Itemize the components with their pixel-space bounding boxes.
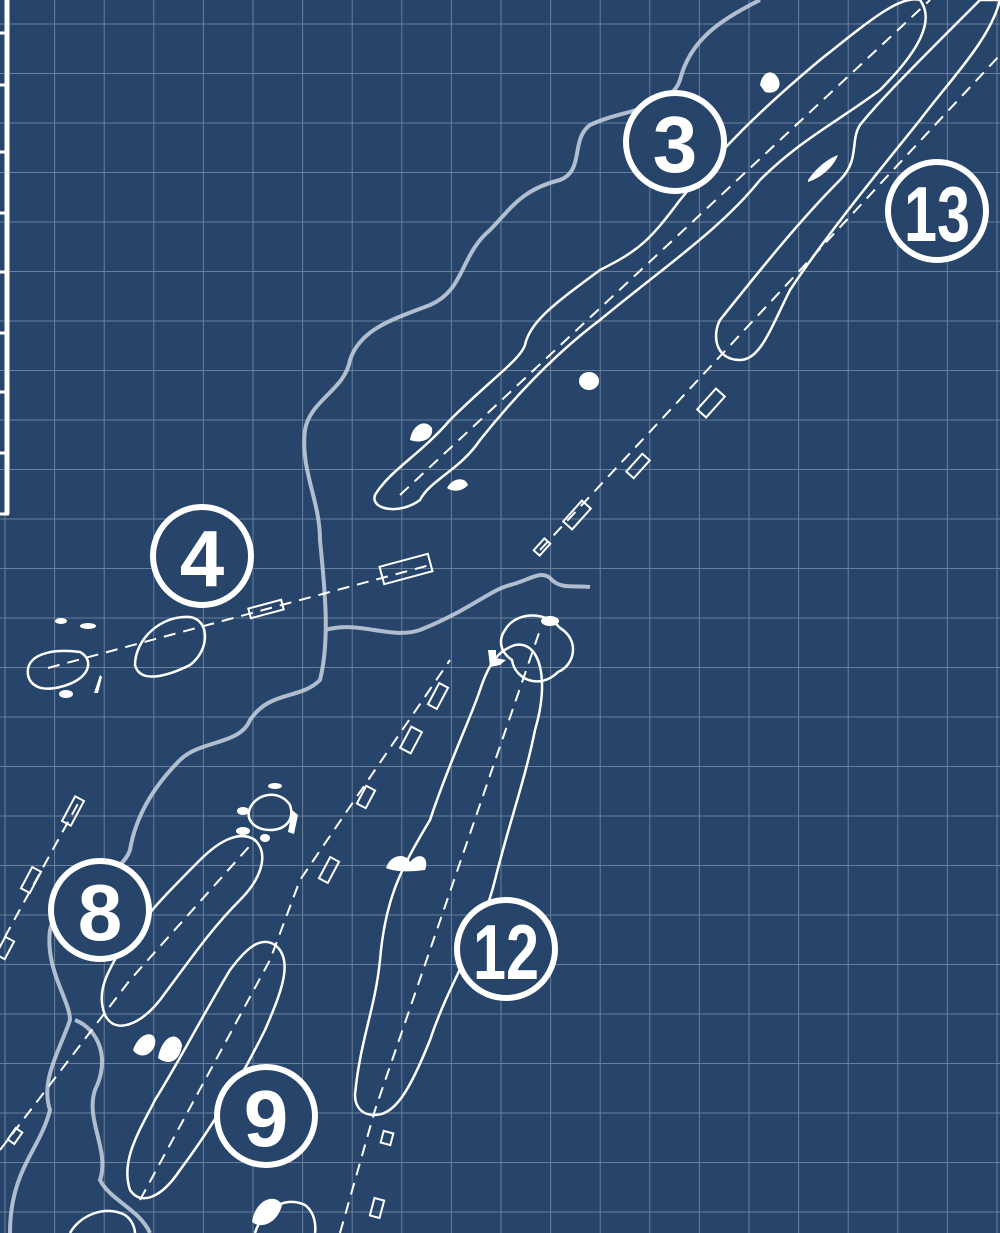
hole-marker-9[interactable]: 9 <box>214 1064 318 1168</box>
hole-number: 12 <box>473 908 539 996</box>
hole-number: 3 <box>653 100 698 189</box>
green-hole-4 <box>133 615 207 678</box>
green-hole-12 <box>499 614 575 683</box>
hole-marker-4[interactable]: 4 <box>150 504 254 608</box>
fairway-hole-12 <box>353 643 544 1117</box>
bunkers <box>55 72 838 1226</box>
green-hole-8 <box>247 793 293 832</box>
tee-hole-4 <box>26 649 90 690</box>
hole-number: 13 <box>904 170 970 258</box>
hole-number: 9 <box>244 1074 289 1163</box>
creek-boundary <box>8 0 761 1233</box>
hole-number: 8 <box>78 868 123 957</box>
hole-number: 4 <box>180 514 225 603</box>
tee-boxes <box>0 387 727 1220</box>
legend-table-edge <box>0 0 10 516</box>
hole-marker-3[interactable]: 3 <box>623 90 727 194</box>
fairway-hole-13 <box>714 0 1000 362</box>
fairway-hole-3 <box>373 0 927 511</box>
hole-marker-12[interactable]: 12 <box>454 897 558 1001</box>
hole-marker-13[interactable]: 13 <box>885 159 989 263</box>
green-bottom-left <box>68 1209 137 1233</box>
hole-marker-8[interactable]: 8 <box>48 858 152 962</box>
